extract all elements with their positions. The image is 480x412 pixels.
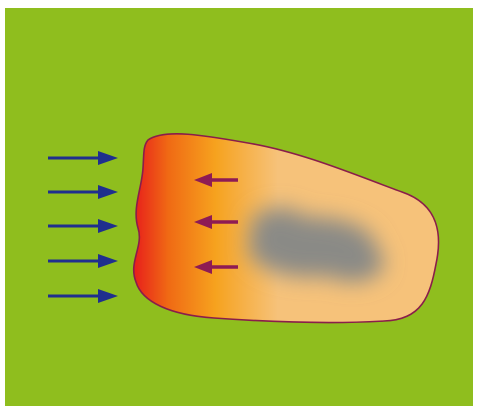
- diagram-svg: [0, 0, 480, 412]
- diagram-canvas: [0, 0, 480, 412]
